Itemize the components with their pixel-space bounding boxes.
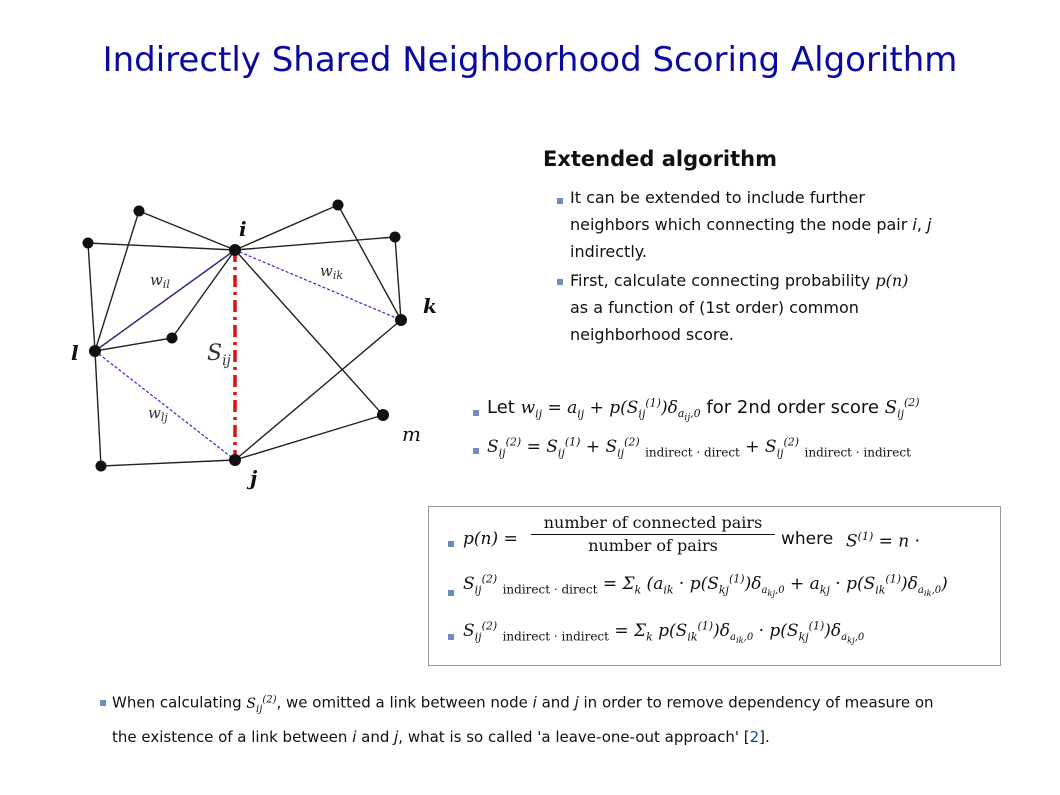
node-k bbox=[395, 314, 407, 326]
math-p-n: p(n) bbox=[875, 271, 909, 290]
footer-text: ]. bbox=[759, 728, 770, 747]
var-j: j bbox=[574, 693, 579, 712]
bullet-text: as a function of (1st order) common bbox=[570, 298, 859, 317]
math-weight: wij = aij + p(Sij(1))δaij,0 bbox=[520, 396, 701, 424]
bullet-icon bbox=[557, 279, 563, 285]
node bbox=[332, 199, 344, 211]
label-k: k bbox=[423, 294, 437, 318]
edge bbox=[394, 236, 402, 321]
formula-indirect-indirect: Sij(2) indirect · indirect = Σk p(Sik(1)… bbox=[463, 619, 865, 646]
subscript-indirect-direct: indirect · direct bbox=[645, 445, 740, 460]
node bbox=[389, 231, 401, 243]
edge bbox=[234, 204, 339, 251]
node-i bbox=[229, 244, 241, 256]
math-s1-n: S(1) = n · bbox=[846, 530, 921, 552]
footer-text: When calculating bbox=[112, 693, 247, 712]
edge bbox=[171, 249, 236, 339]
subscript-indirect-direct: indirect · direct bbox=[502, 582, 598, 597]
edge bbox=[100, 459, 236, 467]
node-j bbox=[229, 454, 241, 466]
var-i: i bbox=[912, 215, 917, 234]
bullet-text: neighbors which connecting the node pair bbox=[570, 215, 913, 234]
bullet-extended: It can be extended to include further ne… bbox=[570, 184, 990, 265]
weight-edge-il bbox=[94, 249, 236, 352]
bullet-text: It can be extended to include further bbox=[570, 188, 865, 207]
label-w-lj: wlj bbox=[148, 404, 168, 424]
node bbox=[82, 237, 94, 249]
footer-text: and bbox=[356, 728, 395, 747]
bullet-icon bbox=[448, 634, 454, 640]
bullet-icon bbox=[100, 700, 106, 706]
formula-indirect-direct: Sij(2) indirect · direct = Σk (aik · p(S… bbox=[463, 572, 948, 599]
bullet-icon bbox=[473, 410, 479, 416]
edge bbox=[234, 319, 402, 461]
label-m: m bbox=[402, 422, 421, 446]
edge bbox=[87, 242, 236, 251]
edge bbox=[94, 337, 173, 352]
edge bbox=[234, 249, 384, 416]
label-l: l bbox=[71, 341, 79, 365]
label-s-ij: Sij bbox=[207, 341, 232, 369]
bullet-icon bbox=[557, 198, 563, 204]
bullet-text: First, calculate connecting probability bbox=[570, 271, 876, 290]
network-diagram: i j k l m wil wik wlj Sij bbox=[71, 199, 437, 490]
weight-edge-lj bbox=[94, 350, 236, 461]
edge bbox=[94, 350, 102, 467]
subscript-indirect-indirect: indirect · indirect bbox=[804, 445, 911, 460]
slide-title: Indirectly Shared Neighborhood Scoring A… bbox=[102, 40, 958, 80]
bullet-icon bbox=[448, 541, 454, 547]
formula-weight: Let wij = aij + p(Sij(1))δaij,0 for 2nd … bbox=[487, 396, 920, 424]
node bbox=[166, 332, 178, 344]
fraction-numerator: number of connected pairs bbox=[543, 513, 763, 532]
for-label: for 2nd order score bbox=[706, 397, 879, 418]
footer-text: in order to remove dependency of measure… bbox=[578, 693, 934, 712]
bullet-text: , bbox=[916, 215, 928, 234]
footer-text: , we omitted a link between node bbox=[276, 693, 533, 712]
label-w-ik: wik bbox=[320, 262, 343, 282]
label-i: i bbox=[239, 217, 247, 241]
edge bbox=[337, 204, 402, 321]
node-m bbox=[377, 409, 389, 421]
edge bbox=[234, 414, 384, 461]
bullet-text: neighborhood score. bbox=[570, 325, 735, 344]
subscript-indirect-indirect: indirect · indirect bbox=[502, 629, 609, 644]
node bbox=[95, 460, 107, 472]
fraction-denominator: number of pairs bbox=[588, 536, 718, 555]
var-i: i bbox=[352, 728, 357, 747]
node bbox=[133, 205, 145, 217]
footer-text: , what is so called 'a leave-one-out app… bbox=[398, 728, 750, 747]
section-heading: Extended algorithm bbox=[543, 147, 777, 171]
label-w-il: wil bbox=[150, 271, 170, 291]
label-j: j bbox=[246, 466, 258, 490]
where-label: where bbox=[781, 529, 834, 549]
var-j: j bbox=[394, 728, 399, 747]
var-i: i bbox=[532, 693, 537, 712]
let-label: Let bbox=[487, 397, 515, 418]
bullet-probability: First, calculate connecting probability … bbox=[570, 267, 990, 348]
bullet-text: indirectly. bbox=[570, 242, 648, 261]
edge bbox=[87, 242, 96, 352]
edge bbox=[234, 236, 396, 251]
formula-s2-sum: Sij(2) = Sij(1) + Sij(2) indirect · dire… bbox=[487, 435, 911, 460]
footer-text: the existence of a link between bbox=[112, 728, 353, 747]
bullet-icon bbox=[448, 590, 454, 596]
footer-text: and bbox=[536, 693, 575, 712]
var-j: j bbox=[927, 215, 932, 234]
edge bbox=[94, 210, 140, 352]
bullet-icon bbox=[473, 448, 479, 454]
footer-note: When calculating Sij(2), we omitted a li… bbox=[112, 693, 934, 747]
edge bbox=[138, 210, 236, 251]
reference-link[interactable]: 2 bbox=[749, 728, 760, 747]
formula-box bbox=[428, 506, 1001, 666]
weight-edge-ik bbox=[234, 249, 402, 321]
node-l bbox=[89, 345, 101, 357]
math-s2: Sij(2) bbox=[884, 396, 920, 421]
